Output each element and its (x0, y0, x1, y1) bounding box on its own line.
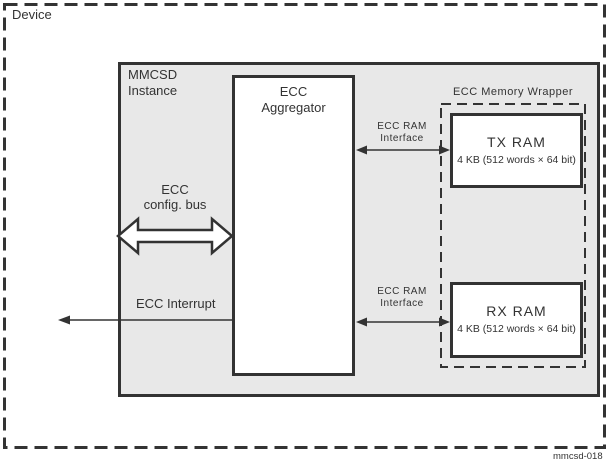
ecc-ram-interface-top-line1: ECC RAM (377, 121, 427, 132)
ecc-ram-interface-bottom-line2: Interface (380, 298, 424, 309)
ecc-aggregator-label-line2: Aggregator (261, 100, 326, 115)
ecc-aggregator-label: ECC Aggregator (235, 78, 352, 116)
ecc-interrupt-arrowhead (58, 315, 70, 325)
device-label: Device (12, 7, 52, 22)
rx-ram-box: RX RAM 4 KB (512 words × 64 bit) (450, 282, 583, 358)
ecc-memory-wrapper-label: ECC Memory Wrapper (452, 86, 574, 98)
ecc-aggregator-box: ECC Aggregator (232, 75, 355, 376)
ecc-config-bus-line1: ECC (161, 182, 189, 197)
ecc-ram-interface-bottom-line1: ECC RAM (377, 286, 427, 297)
ecc-ram-interface-bottom-label: ECC RAM Interface (356, 286, 448, 310)
mmcsd-instance-label-line1: MMCSD (128, 67, 178, 82)
ecc-ram-interface-top-label: ECC RAM Interface (356, 121, 448, 145)
ecc-interrupt-label: ECC Interrupt (136, 296, 216, 311)
tx-ram-title: TX RAM (487, 134, 546, 150)
mmcsd-instance-label: MMCSD Instance (128, 67, 177, 99)
tx-ram-box: TX RAM 4 KB (512 words × 64 bit) (450, 113, 583, 188)
rx-ram-title: RX RAM (486, 303, 547, 319)
rx-ram-size: 4 KB (512 words × 64 bit) (457, 323, 576, 335)
ecc-config-bus-label: ECC config. bus (118, 182, 232, 212)
figure-id-label: mmcsd-018 (553, 451, 603, 462)
ecc-aggregator-label-line1: ECC (279, 84, 308, 99)
tx-ram-size: 4 KB (512 words × 64 bit) (457, 154, 576, 166)
mmcsd-instance-label-line2: Instance (128, 83, 178, 98)
ecc-config-bus-line2: config. bus (143, 197, 207, 212)
ecc-ram-interface-top-line2: Interface (380, 133, 424, 144)
